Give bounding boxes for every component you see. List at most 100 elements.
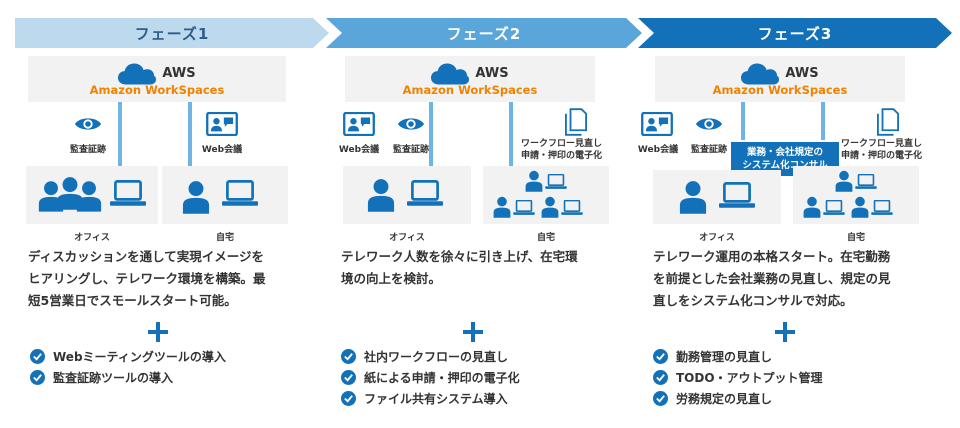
description-line: テレワーク運用の本格スタート。在宅勤務: [653, 249, 891, 264]
eye-icon: [74, 114, 102, 134]
description-line: を前提とした会社業務の見直し、規定の見: [653, 271, 891, 286]
list-item-label: Webミーティングツールの導入: [53, 350, 226, 364]
description-line: 短5営業日でスモールスタート可能。: [28, 293, 237, 308]
list-item: 紙による申請・押印の電子化: [341, 367, 520, 388]
person-icon: [851, 196, 869, 218]
aws-box: AWS Amazon WorkSpaces: [28, 56, 286, 102]
consulting-badge: 業務・会社規定の システム化コンサル: [729, 140, 841, 178]
home-label: 自宅: [215, 233, 234, 243]
laptop-icon: [222, 180, 258, 208]
description-line: ヒアリングし、テレワーク環境を構築。最: [28, 271, 266, 286]
check-icon: [341, 349, 356, 364]
description-line: 境の向上を検討。: [341, 271, 442, 286]
plus-icon: [148, 322, 168, 342]
aws-box: AWS Amazon WorkSpaces: [345, 56, 595, 102]
list-item: 監査証跡ツールの導入: [30, 367, 226, 388]
list-item: 労務規定の見直し: [653, 388, 823, 409]
phase-1-header: フェーズ1: [15, 18, 329, 48]
person-icon: [803, 196, 821, 218]
phase-1-label: フェーズ1: [134, 24, 210, 43]
check-icon: [653, 391, 668, 406]
check-icon: [30, 349, 45, 364]
home-room: [793, 166, 919, 224]
document-icon: [565, 108, 587, 136]
home-label: 自宅: [846, 233, 865, 243]
description-line: ディスカッションを通して実現イメージを: [28, 249, 265, 264]
document-icon: [877, 108, 899, 136]
list-item: ファイル共有システム導入: [341, 388, 520, 409]
person-icon: [525, 170, 543, 192]
office-room: [26, 166, 158, 224]
check-icon: [653, 370, 668, 385]
web-meeting-icon: [206, 112, 238, 136]
consulting-badge-line: システム化コンサル: [742, 160, 828, 171]
list-item-label: 勤務管理の見直し: [676, 350, 773, 364]
web-meeting-icon: [641, 112, 673, 136]
office-room: [653, 170, 781, 224]
person-icon: [541, 196, 559, 218]
office-room: [343, 166, 471, 224]
aws-subtitle: Amazon WorkSpaces: [712, 83, 848, 97]
workflow-label-line: 申請・押印の電子化: [841, 151, 923, 161]
laptop-icon: [871, 200, 893, 216]
web-meeting-label: Web会議: [338, 145, 380, 155]
check-icon: [653, 349, 668, 364]
phase-description: テレワーク運用の本格スタート。在宅勤務 を前提とした会社業務の見直し、規定の見 …: [653, 246, 945, 312]
list-item-label: 社内ワークフローの見直し: [364, 350, 509, 364]
audit-trail-label: 監査証跡: [690, 145, 727, 155]
workflow-label: ワークフロー見直し 申請・押印の電子化: [841, 138, 922, 162]
aws-title: AWS: [475, 66, 509, 81]
description-line: テレワーク人数を徐々に引き上げ、在宅環: [341, 249, 578, 264]
laptop-icon: [545, 174, 567, 190]
office-label: オフィス: [389, 233, 425, 243]
checklist: 勤務管理の見直し TODO・アウトプット管理 労務規定の見直し: [653, 346, 823, 409]
phase-2-header: フェーズ2: [326, 18, 642, 48]
list-item-label: 労務規定の見直し: [676, 392, 773, 406]
person-icon: [367, 178, 395, 212]
consulting-badge-line: 業務・会社規定の: [746, 147, 823, 158]
audit-trail-label: 監査証跡: [392, 145, 429, 155]
laptop-icon: [513, 200, 535, 216]
web-meeting-label: Web会議: [201, 145, 243, 155]
phase-3-label: フェーズ3: [757, 24, 833, 43]
aws-box: AWS Amazon WorkSpaces: [655, 56, 905, 102]
eye-icon: [695, 114, 723, 134]
person-icon: [76, 180, 102, 212]
plus-icon: [463, 322, 483, 342]
list-item-label: ファイル共有システム導入: [364, 392, 508, 406]
laptop-icon: [407, 180, 443, 208]
phase-3-column: AWS Amazon WorkSpaces Web会議 監査証跡 業務・会社規定…: [638, 52, 945, 428]
phase-description: ディスカッションを通して実現イメージを ヒアリングし、テレワーク環境を構築。最 …: [28, 246, 322, 312]
check-icon: [341, 370, 356, 385]
home-room: [483, 166, 609, 224]
person-icon: [493, 196, 511, 218]
list-item: TODO・アウトプット管理: [653, 367, 823, 388]
aws-subtitle: Amazon WorkSpaces: [89, 83, 225, 97]
home-room: [162, 166, 288, 224]
phase-description: テレワーク人数を徐々に引き上げ、在宅環 境の向上を検討。: [341, 246, 633, 290]
list-item-label: 紙による申請・押印の電子化: [364, 371, 520, 385]
workflow-label-line: ワークフロー見直し: [841, 139, 923, 149]
connector-line: [188, 102, 192, 218]
laptop-icon: [855, 174, 877, 190]
phase-3-header: フェーズ3: [638, 18, 952, 48]
plus-icon: [775, 322, 795, 342]
description-line: 直しをシステム化コンサルで対応。: [653, 293, 853, 308]
list-item: 社内ワークフローの見直し: [341, 346, 520, 367]
office-label: オフィス: [74, 233, 110, 243]
phase-2-label: フェーズ2: [446, 24, 522, 43]
phase-2-column: AWS Amazon WorkSpaces Web会議 監査証跡 ワークフロー見…: [333, 52, 633, 428]
connector-line: [509, 102, 513, 218]
connector-line: [118, 102, 122, 218]
check-icon: [341, 391, 356, 406]
laptop-icon: [719, 182, 755, 210]
workflow-label-line: ワークフロー見直し: [521, 139, 603, 149]
list-item: Webミーティングツールの導入: [30, 346, 226, 367]
aws-subtitle: Amazon WorkSpaces: [402, 83, 538, 97]
person-icon: [835, 170, 853, 192]
laptop-icon: [561, 200, 583, 216]
person-icon: [182, 180, 210, 214]
aws-title: AWS: [785, 66, 819, 81]
aws-title: AWS: [162, 66, 196, 81]
web-meeting-icon: [343, 112, 375, 136]
